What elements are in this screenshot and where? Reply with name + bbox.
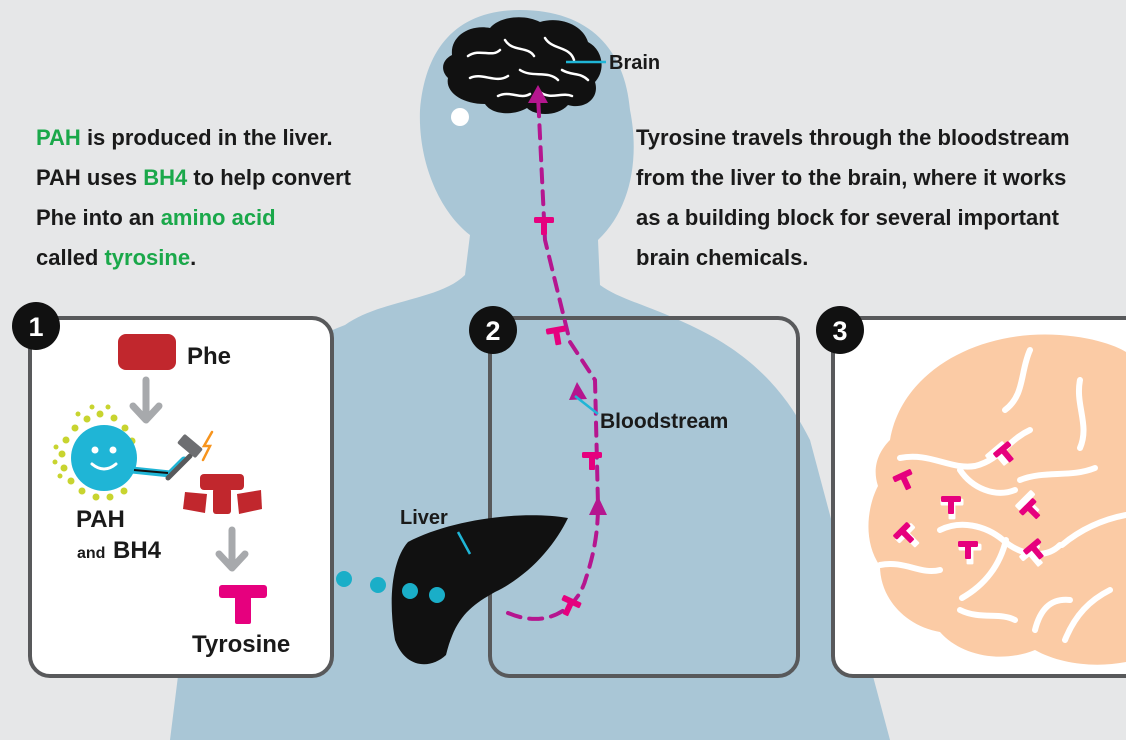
desc-1-line-1: is produced in the liver. xyxy=(81,125,333,150)
amino-acid-term: amino acid xyxy=(161,205,276,230)
bh4-term: BH4 xyxy=(143,165,187,190)
desc-1-line-3: Phe into an xyxy=(36,205,161,230)
and-label: and xyxy=(77,545,105,562)
desc-3-line-1: Tyrosine travels through the bloodstream xyxy=(636,118,1126,158)
head-brain-icon xyxy=(443,17,602,114)
desc-1-line-2a: PAH uses xyxy=(36,165,143,190)
pah-term: PAH xyxy=(36,125,81,150)
phe-label: Phe xyxy=(187,343,231,370)
tyrosine-term: tyrosine xyxy=(104,245,190,270)
tyrosine-label: Tyrosine xyxy=(192,631,290,658)
desc-1-line-2b: to help convert xyxy=(187,165,351,190)
panel-1 xyxy=(30,318,332,676)
liver-label: Liver xyxy=(400,507,448,529)
panel-3-description: Tyrosine travels through the bloodstream… xyxy=(636,118,1126,278)
svg-text:1: 1 xyxy=(28,312,43,342)
bh4-label: BH4 xyxy=(113,537,162,564)
step-badge-3: 3 xyxy=(816,306,864,354)
pah-label: PAH xyxy=(76,506,125,533)
svg-text:3: 3 xyxy=(832,316,847,346)
desc-3-line-4: brain chemicals. xyxy=(636,238,1126,278)
panel-1-description: PAH is produced in the liver. PAH uses B… xyxy=(36,118,416,278)
step-badge-1: 1 xyxy=(12,302,60,350)
desc-1-period: . xyxy=(190,245,196,270)
desc-3-line-2: from the liver to the brain, where it wo… xyxy=(636,158,1126,198)
desc-3-line-3: as a building block for several importan… xyxy=(636,198,1126,238)
eye-highlight xyxy=(451,108,469,126)
phe-block-icon xyxy=(118,334,176,370)
step-badge-2: 2 xyxy=(469,306,517,354)
brain-label: Brain xyxy=(609,52,660,74)
svg-text:2: 2 xyxy=(485,316,500,346)
desc-1-line-4: called xyxy=(36,245,104,270)
bloodstream-label: Bloodstream xyxy=(600,410,728,433)
